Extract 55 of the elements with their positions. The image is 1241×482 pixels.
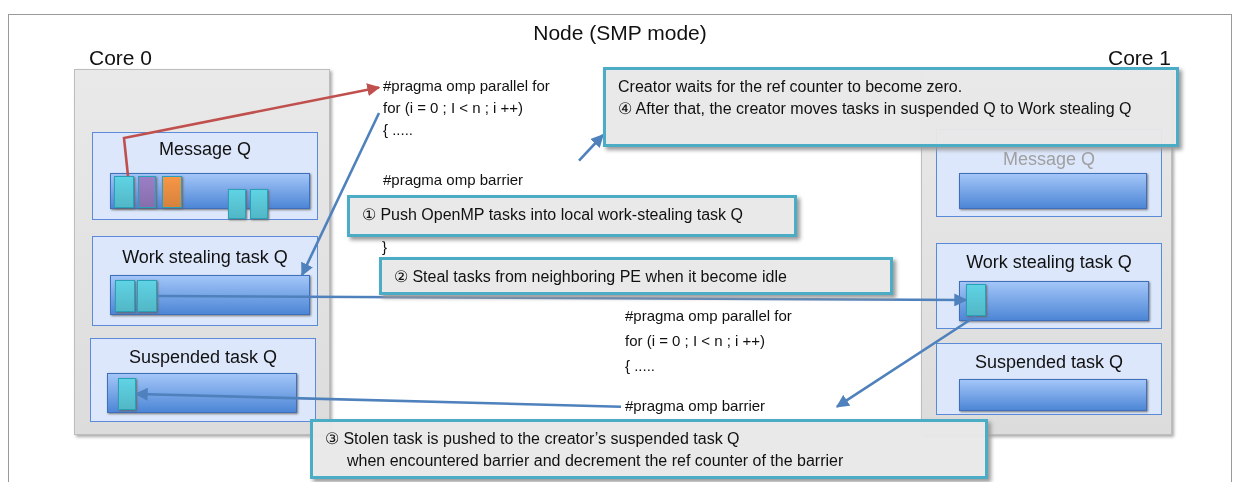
code-line: #pragma omp parallel for xyxy=(625,307,792,324)
queue-bar xyxy=(110,173,310,209)
queue-box xyxy=(936,343,1162,415)
core-label: Core 0 xyxy=(89,46,153,70)
task-block xyxy=(228,189,246,219)
queue-label: Work stealing task Q xyxy=(965,252,1133,273)
core-label: Core 1 xyxy=(1108,46,1172,70)
arrow xyxy=(134,387,622,408)
callout-text: ③ Stolen task is pushed to the creator’s suspended task Q xyxy=(325,429,741,449)
queue-box xyxy=(936,243,1162,329)
callout-text: ④ After that, the creator moves tasks in suspended Q to Work stealing Q xyxy=(618,99,1133,120)
task-block xyxy=(138,176,156,208)
queue-bar xyxy=(959,379,1147,411)
queue-label: Work stealing task Q xyxy=(121,247,289,268)
frame-title: Node (SMP mode) xyxy=(532,21,708,45)
task-block xyxy=(114,176,134,208)
code-line: { ..... xyxy=(383,121,413,138)
queue-label: Message Q xyxy=(1001,149,1096,170)
task-block xyxy=(115,280,135,312)
task-block xyxy=(118,378,136,410)
callout-tooltip xyxy=(310,419,988,479)
task-block xyxy=(966,284,986,316)
code-line: for (i = 0 ; I < n ; i ++) xyxy=(625,332,766,349)
queue-bar xyxy=(959,281,1149,321)
arrow xyxy=(835,314,977,408)
queue-box xyxy=(92,236,318,326)
task-block xyxy=(250,189,268,219)
queue-box xyxy=(90,338,316,422)
queue-bar xyxy=(959,173,1147,209)
arrow xyxy=(300,112,381,277)
arrow xyxy=(122,83,381,177)
task-block xyxy=(162,176,182,208)
callout-tooltip xyxy=(379,257,893,295)
code-line: { ..... xyxy=(625,357,655,374)
code-line: #pragma omp barrier xyxy=(625,397,766,414)
callout-text: ② Steal tasks from neighboring PE when it become idle xyxy=(394,267,788,287)
code-line: } xyxy=(382,238,387,255)
callout-text: ① Push OpenMP tasks into local work-stealing task Q xyxy=(362,205,744,225)
queue-label: Suspended task Q xyxy=(973,352,1125,373)
callout-text: when encountered barrier and decrement the ref counter of the barrier xyxy=(346,451,845,472)
callout-tooltip xyxy=(603,67,1179,147)
queue-bar xyxy=(107,373,297,413)
queue-bar xyxy=(110,275,310,315)
queue-label: Message Q xyxy=(157,139,252,160)
queue-label: Suspended task Q xyxy=(127,347,279,368)
callout-text: Creator waits for the ref counter to become zero. xyxy=(618,77,964,97)
queue-box xyxy=(92,132,318,220)
arrow xyxy=(157,293,968,307)
callout-tooltip xyxy=(347,195,797,237)
code-line: for (i = 0 ; I < n ; i ++) xyxy=(383,99,524,116)
code-line: #pragma omp barrier xyxy=(383,171,524,188)
code-line: #pragma omp parallel for xyxy=(383,77,550,94)
arrow xyxy=(578,134,604,162)
task-block xyxy=(137,280,157,312)
node-frame xyxy=(8,14,1232,482)
